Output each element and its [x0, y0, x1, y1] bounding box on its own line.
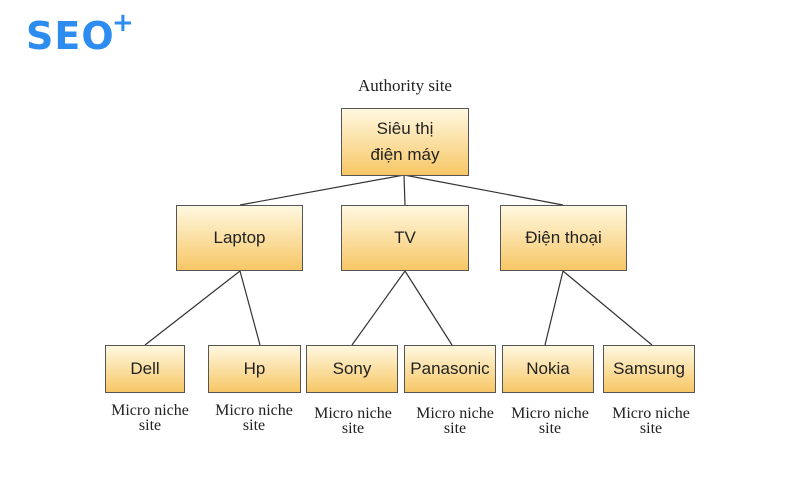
root-box: Siêu thị điện máy: [341, 108, 469, 176]
logo-plus: +: [112, 8, 134, 38]
root-line-2: điện máy: [370, 145, 440, 164]
leaf-caption-panasonic: Micro niche site: [405, 405, 505, 437]
category-label: TV: [394, 228, 416, 247]
caption-line-2: site: [138, 417, 162, 434]
caption-line-1: Micro niche: [511, 405, 589, 422]
caption-line-2: site: [639, 420, 663, 437]
category-box-dienthoai: Điện thoại: [500, 205, 627, 271]
connector-tv-panasonic: [404, 270, 453, 346]
leaf-caption-hp: Micro niche site: [204, 402, 304, 434]
leaf-label: Panasonic: [410, 359, 490, 378]
category-box-tv: TV: [341, 205, 469, 271]
caption-line-2: site: [443, 420, 467, 437]
leaf-label: Samsung: [613, 359, 685, 378]
seo-plus-logo: SEO: [26, 14, 115, 58]
leaf-label: Hp: [243, 359, 266, 378]
leaf-box-panasonic: Panasonic: [404, 345, 496, 393]
connector-tv-sony: [351, 270, 406, 346]
leaf-caption-samsung: Micro niche site: [601, 405, 701, 437]
caption-line-1: Micro niche: [215, 402, 293, 419]
root-line-1: Siêu thị: [376, 119, 434, 138]
connector-root-laptop: [239, 174, 405, 206]
logo-text: SEO: [26, 14, 115, 58]
caption-line-1: Micro niche: [612, 405, 690, 422]
leaf-box-samsung: Samsung: [603, 345, 695, 393]
leaf-caption-sony: Micro niche site: [303, 405, 403, 437]
category-label: Laptop: [213, 228, 266, 247]
caption-line-1: Micro niche: [314, 405, 392, 422]
leaf-box-sony: Sony: [306, 345, 398, 393]
connector-laptop-hp: [239, 270, 261, 346]
leaf-box-dell: Dell: [105, 345, 185, 393]
connector-dienthoai-samsung: [562, 270, 653, 346]
leaf-box-nokia: Nokia: [502, 345, 594, 393]
leaf-label: Dell: [130, 359, 160, 378]
caption-line-1: Micro niche: [416, 405, 494, 422]
category-label: Điện thoại: [525, 228, 602, 247]
caption-line-2: site: [341, 420, 365, 437]
connector-root-tv: [403, 174, 406, 206]
authority-site-label: Authority site: [358, 76, 452, 95]
caption-line-1: Micro niche: [111, 402, 189, 419]
leaf-label: Sony: [332, 359, 372, 378]
connector-root-dienthoai: [403, 174, 564, 206]
caption-line-2: site: [242, 417, 266, 434]
category-box-laptop: Laptop: [176, 205, 303, 271]
caption-line-2: site: [538, 420, 562, 437]
leaf-caption-nokia: Micro niche site: [500, 405, 600, 437]
leaf-box-hp: Hp: [208, 345, 301, 393]
leaf-caption-dell: Micro niche site: [100, 402, 200, 434]
leaf-label: Nokia: [526, 359, 570, 378]
connector-dienthoai-nokia: [544, 270, 564, 346]
connector-laptop-dell: [144, 270, 241, 346]
